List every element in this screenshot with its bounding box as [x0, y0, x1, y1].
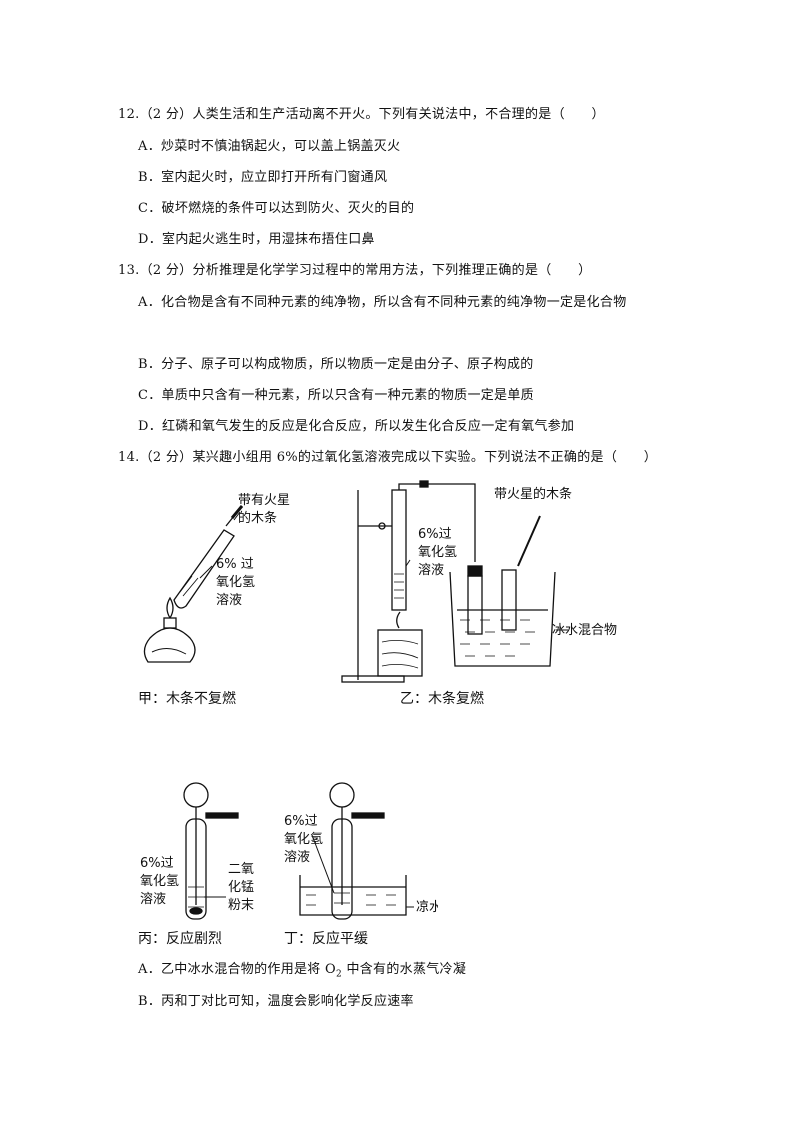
collection-tube-2	[501, 569, 517, 631]
q12-stem: 12.（2 分）人类生活和生产活动离不开火。下列有关说法中，不合理的是（ ）	[118, 107, 605, 122]
water-bath	[299, 875, 407, 916]
label-solution-bing-3: 溶液	[140, 892, 166, 907]
q12-option-a: A．炒菜时不慎油锅起火，可以盖上锅盖灭火	[138, 139, 401, 154]
q13-option-a: A．化合物是含有不同种元素的纯净物，所以含有不同种元素的纯净物一定是化合物	[138, 295, 627, 310]
q14-option-a-sub: 2	[335, 969, 343, 980]
label-solution-jia-1: 6% 过	[216, 557, 254, 572]
funnel-bulb-ding	[329, 782, 355, 808]
label-icewater: 冰水混合物	[552, 623, 617, 638]
caption-ding: 丁：反应平缓	[284, 931, 368, 947]
label-solution-ding-3: 溶液	[284, 850, 310, 865]
q14-option-b: B．丙和丁对比可知，温度会影响化学反应速率	[138, 994, 414, 1009]
glowing-splint-yi	[517, 515, 541, 567]
iron-stand-base	[341, 675, 405, 683]
mno2-powder	[189, 907, 203, 915]
q13-option-d: D．红磷和氧气发生的反应是化合反应，所以发生化合反应一定有氧气参加	[138, 419, 575, 434]
label-solution-bing-1: 6%过	[140, 856, 174, 871]
test-tube-ding	[331, 818, 353, 920]
label-solution-yi-2: 氧化氢	[418, 545, 457, 560]
caption-bing: 丙：反应剧烈	[138, 931, 222, 947]
stopper	[467, 565, 483, 577]
label-solution-yi-1: 6%过	[418, 527, 452, 542]
delivery-tube	[398, 483, 476, 562]
label-mno2-1: 二氧	[228, 862, 254, 877]
label-mno2-2: 化锰	[228, 880, 254, 895]
caption-yi: 乙：木条复燃	[400, 691, 484, 707]
q13-option-b: B．分子、原子可以构成物质，所以物质一定是由分子、原子构成的	[138, 357, 534, 372]
q14-option-a-pre: A．乙中冰水混合物的作用是将 O	[138, 962, 336, 977]
q12-option-b: B．室内起火时，应立即打开所有门窗通风	[138, 170, 388, 185]
label-solution-bing-2: 氧化氢	[140, 874, 179, 889]
q14-option-a-post: 中含有的水蒸气冷凝	[342, 962, 467, 977]
test-tube-yi	[391, 489, 407, 611]
test-tube-bing	[185, 818, 207, 920]
label-cold-water: 凉水	[416, 900, 438, 915]
funnel-bulb-bing	[183, 782, 209, 808]
q13-stem: 13.（2 分）分析推理是化学学习过程中的常用方法，下列推理正确的是（ ）	[118, 263, 592, 278]
label-solution-jia-2: 氧化氢	[216, 575, 255, 590]
wooden-block	[377, 629, 423, 677]
label-splint-jia-2: 的木条	[238, 510, 277, 526]
label-mno2-3: 粉末	[228, 898, 254, 913]
label-solution-ding-1: 6%过	[284, 814, 318, 829]
experiment-figure-bing-ding: 6%过 氧化氢 溶液 二氧 化锰 粉末 6%过 氧化氢 溶液 凉水	[140, 782, 438, 920]
q14-option-a: A．乙中冰水混合物的作用是将 O2 中含有的水蒸气冷凝	[138, 958, 466, 980]
beaker	[449, 571, 556, 667]
q12-option-c: C．破坏燃烧的条件可以达到防火、灭火的目的	[138, 201, 415, 216]
collection-tube-1	[467, 575, 483, 635]
caption-jia: 甲：木条不复燃	[138, 691, 236, 707]
q13-option-c: C．单质中只含有一种元素，所以只含有一种元素的物质一定是单质	[138, 388, 534, 403]
q14-stem: 14.（2 分）某兴趣小组用 6%的过氧化氢溶液完成以下实验。下列说法不正确的是…	[118, 450, 658, 465]
label-solution-jia-3: 溶液	[216, 593, 242, 608]
experiment-figure-jia-yi: 带有火星 的木条 6% 过 氧化氢 溶液 6%过 氧化氢 溶液 带火星的木条 冰…	[143, 480, 617, 683]
q12-option-d: D．室内起火逃生时，用湿抹布捂住口鼻	[138, 232, 375, 247]
test-tube-jia	[173, 529, 235, 609]
label-splint-jia-1: 带有火星	[238, 493, 290, 508]
label-solution-ding-2: 氧化氢	[284, 832, 323, 847]
label-splint-yi: 带火星的木条	[494, 486, 572, 502]
label-solution-yi-3: 溶液	[418, 563, 444, 578]
flame-jia	[166, 596, 174, 619]
lamp-neck-jia	[163, 617, 177, 629]
alcohol-lamp-jia	[143, 627, 196, 663]
